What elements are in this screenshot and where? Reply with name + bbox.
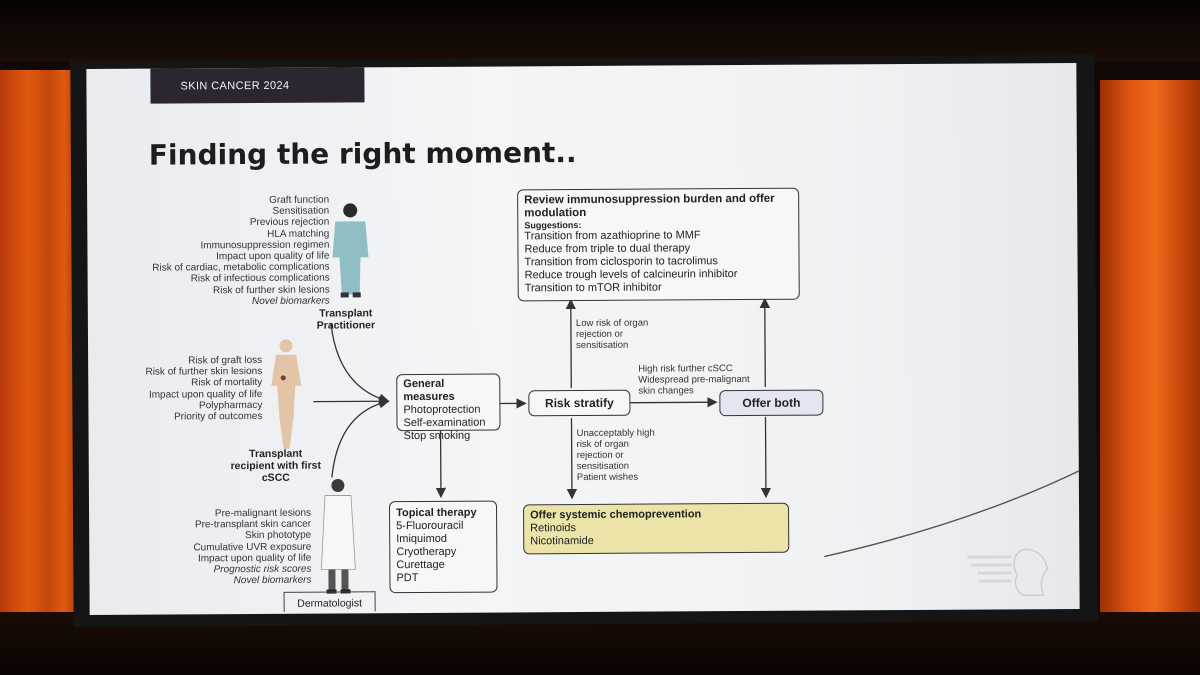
dermatologist-factor: Impact upon quality of life	[197, 552, 312, 565]
practitioner-label-line: Transplant	[319, 307, 373, 320]
institute-logo	[967, 548, 1049, 597]
topical-item: PDT	[396, 572, 419, 585]
topical-item: Curettage	[396, 558, 445, 572]
practitioner-factor: Risk of further skin lesions	[212, 284, 330, 296]
risk-stratify-box: Risk stratify	[528, 389, 631, 417]
note-line: rejection or	[576, 449, 624, 462]
decorative-curve	[824, 470, 1080, 558]
right-curtain	[1100, 80, 1200, 620]
note-line: Low risk of organ	[575, 317, 649, 330]
recipient-factors: Risk of graft loss Risk of further skin …	[145, 355, 262, 423]
systemic-chemoprevention-box: Offer systemic chemoprevention Retinoids…	[523, 502, 790, 555]
practitioner-factor: HLA matching	[267, 228, 330, 240]
left-curtain	[0, 70, 80, 630]
note-line: risk of organ	[576, 438, 629, 451]
review-box-title: Review immunosuppression burden and offe…	[524, 192, 775, 220]
topical-item: 5-Fluorouracil	[396, 519, 464, 533]
recipient-label-line: Transplant	[249, 447, 303, 461]
dermatologist-factor-italic: Prognostic risk scores	[213, 563, 312, 576]
dermatologist-factors: Pre-malignant lesions Pre-transplant ski…	[193, 508, 311, 587]
topical-item: Cryotherapy	[396, 545, 457, 559]
unacceptable-risk-note: Unacceptably high risk of organ rejectio…	[577, 428, 656, 483]
practitioner-label: Transplant Practitioner	[310, 307, 382, 331]
flow-arrows	[271, 203, 1080, 594]
review-immunosuppression-box: Review immunosuppression burden and offe…	[517, 187, 800, 302]
topical-therapy-title: Topical therapy	[396, 506, 477, 520]
practitioner-factor: Previous rejection	[249, 216, 330, 229]
practitioner-curve	[330, 323, 390, 404]
dermatologist-label: Dermatologist	[283, 591, 376, 612]
general-measure-item: Self-examination	[403, 416, 486, 430]
slide: SKIN CANCER 2024 Finding the right momen…	[86, 62, 1080, 616]
dermatologist-factor: Cumulative UVR exposure	[193, 541, 312, 553]
risk-to-review	[565, 298, 577, 389]
dermatologist-figure	[320, 479, 356, 594]
general-measures-title: General measures	[403, 377, 455, 404]
practitioner-figure	[332, 203, 369, 298]
stage-ceiling	[0, 0, 1200, 62]
dermatologist-factor: Skin phototype	[244, 530, 312, 542]
review-suggestion: Transition to mTOR inhibitor	[524, 281, 662, 295]
recipient-factor: Priority of outcomes	[174, 410, 263, 423]
dermatologist-factor: Pre-transplant skin cancer	[194, 518, 312, 531]
practitioner-factors: Graft function Sensitisation Previous re…	[152, 195, 330, 308]
general-measure-item: Photoprotection	[403, 403, 481, 417]
note-line: Unacceptably high	[576, 427, 655, 440]
recipient-label: Transplant recipient with first cSCC	[221, 448, 331, 485]
offer-both-to-review	[759, 297, 771, 387]
dermatologist-factor: Pre-malignant lesions	[214, 507, 312, 520]
recipient-figure	[271, 339, 302, 449]
recipient-label-line: cSCC	[261, 471, 290, 484]
recipient-factor: Risk of further skin lesions	[145, 366, 263, 378]
general-measures-box: General measures Photoprotection Self-ex…	[396, 373, 501, 442]
recipient-factor: Risk of mortality	[191, 377, 263, 389]
offer-both-box: Offer both	[719, 389, 824, 417]
practitioner-factor-italic: Novel biomarkers	[251, 295, 330, 307]
note-line: Patient wishes	[576, 471, 639, 484]
topical-therapy-box: Topical therapy 5-Fluorouracil Imiquimod…	[388, 500, 498, 594]
practitioner-label-line: Practitioner	[316, 319, 376, 332]
note-line: sensitisation	[576, 460, 630, 473]
recipient-factor: Impact upon quality of life	[148, 388, 263, 401]
practitioner-factor: Risk of infectious complications	[190, 272, 330, 285]
systemic-item: Nicotinamide	[530, 534, 594, 548]
recipient-label-line: recipient with first	[230, 459, 322, 473]
note-line: rejection or	[575, 328, 624, 341]
note-line: High risk further cSCC	[638, 363, 733, 375]
note-line: sensitisation	[576, 339, 629, 352]
topical-item: Imiquimod	[396, 532, 448, 546]
dermatologist-curve	[331, 398, 390, 478]
note-line: Widespread pre-malignant	[638, 373, 750, 386]
dermatologist-factor-italic: Novel biomarkers	[233, 574, 312, 587]
recipient-factor: Risk of graft loss	[188, 354, 263, 367]
low-risk-note: Low risk of organ rejection or sensitisa…	[576, 318, 649, 351]
risk-to-offer-both	[630, 397, 718, 408]
general-measure-item: Stop smoking	[403, 429, 471, 443]
recipient-factor: Polypharmacy	[199, 399, 263, 412]
